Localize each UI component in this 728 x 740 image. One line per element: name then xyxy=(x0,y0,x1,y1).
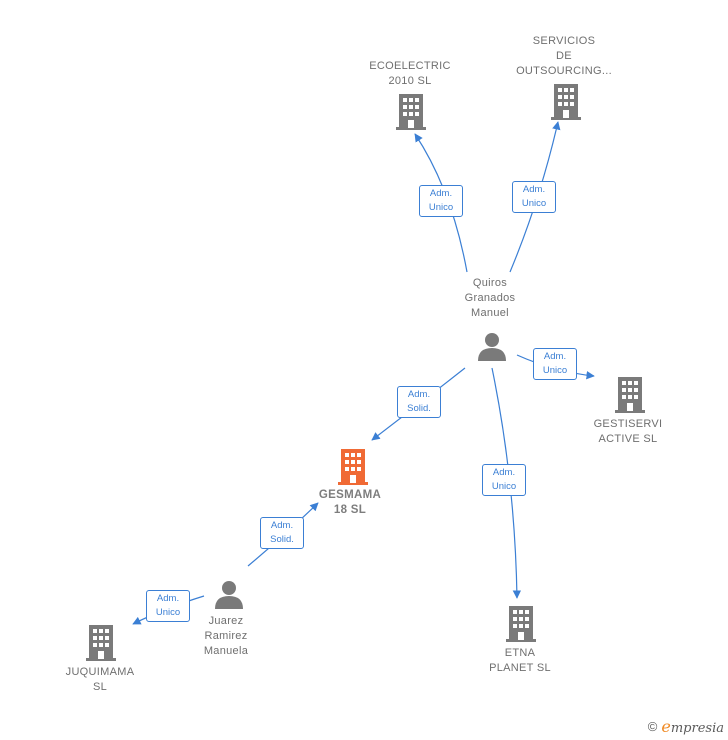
edge-badge-e4[interactable]: Adm.Solid. xyxy=(397,386,441,418)
edge-badge-e6[interactable]: Adm.Solid. xyxy=(260,517,304,549)
building-icon[interactable] xyxy=(551,84,581,120)
edge-badge-e5[interactable]: Adm.Unico xyxy=(482,464,526,496)
node-label-gesmama[interactable]: GESMAMA 18 SL xyxy=(318,489,382,516)
edge-badge-e1[interactable]: Adm.Unico xyxy=(419,185,463,217)
node-label-juquimama[interactable]: JUQUIMAMA SL xyxy=(65,666,135,693)
edge-badge-e3[interactable]: Adm.Unico xyxy=(533,348,577,380)
building-icon[interactable] xyxy=(615,377,645,413)
footer-credit: © empresia xyxy=(648,717,724,736)
edge-badge-e7[interactable]: Adm.Unico xyxy=(146,590,190,622)
person-icon[interactable] xyxy=(477,331,507,361)
node-label-ecoelectric[interactable]: ECOELECTRIC 2010 SL xyxy=(369,60,451,87)
building-icon-focus[interactable] xyxy=(338,449,368,485)
person-icon[interactable] xyxy=(214,579,244,609)
building-icon[interactable] xyxy=(86,625,116,661)
edge-badge-e2[interactable]: Adm.Unico xyxy=(512,181,556,213)
building-icon[interactable] xyxy=(396,94,426,130)
node-label-quiros[interactable]: Quiros Granados Manuel xyxy=(464,277,516,319)
node-label-etna[interactable]: ETNA PLANET SL xyxy=(489,647,551,674)
node-label-gestiservi[interactable]: GESTISERVI ACTIVE SL xyxy=(593,418,663,445)
copyright-icon: © xyxy=(647,719,658,734)
brand-logo[interactable]: empresia xyxy=(661,717,724,736)
building-icon[interactable] xyxy=(506,606,536,642)
node-label-juarez[interactable]: Juarez Ramirez Manuela xyxy=(203,615,249,657)
node-label-servicios[interactable]: SERVICIOS DE OUTSOURCING... xyxy=(516,35,612,77)
